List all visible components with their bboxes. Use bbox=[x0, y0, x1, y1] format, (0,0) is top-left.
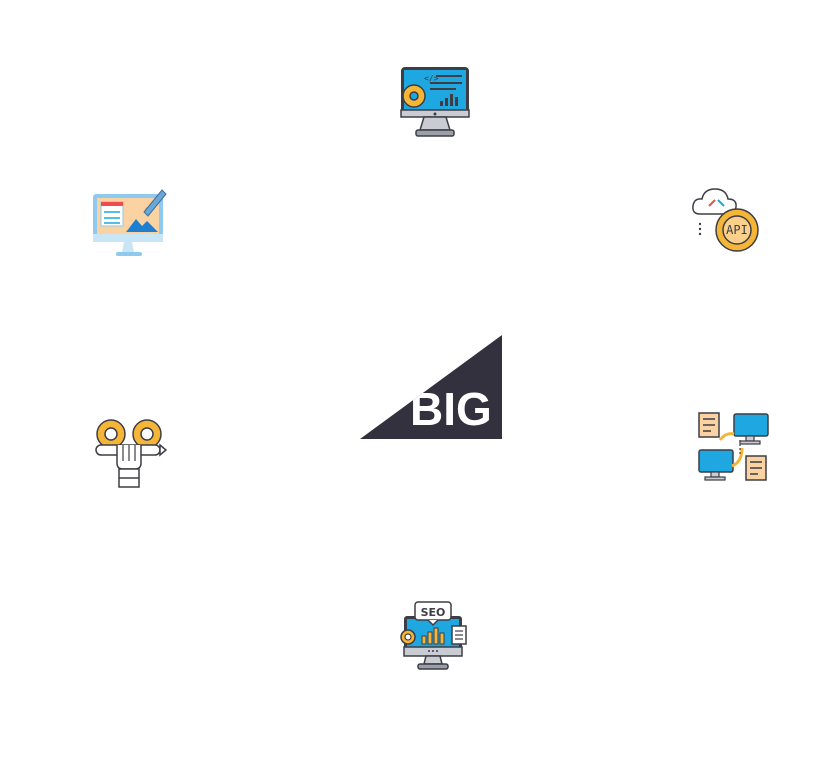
cloud-api-gear-icon: API bbox=[690, 184, 766, 258]
bigcommerce-logo: BIG bbox=[358, 333, 504, 441]
svg-text:API: API bbox=[726, 223, 748, 237]
web-development-monitor-icon: </> bbox=[398, 64, 472, 140]
design-monitor-icon bbox=[90, 186, 168, 260]
custom-integration-gears-icon bbox=[93, 417, 167, 489]
seo-monitor-icon: SEO bbox=[398, 600, 470, 672]
svg-text:SEO: SEO bbox=[421, 606, 446, 619]
data-migration-computers-icon bbox=[696, 410, 770, 484]
logo-triangle bbox=[360, 335, 502, 439]
logo-text: BIG bbox=[410, 383, 492, 435]
svg-text:</>: </> bbox=[424, 74, 439, 83]
